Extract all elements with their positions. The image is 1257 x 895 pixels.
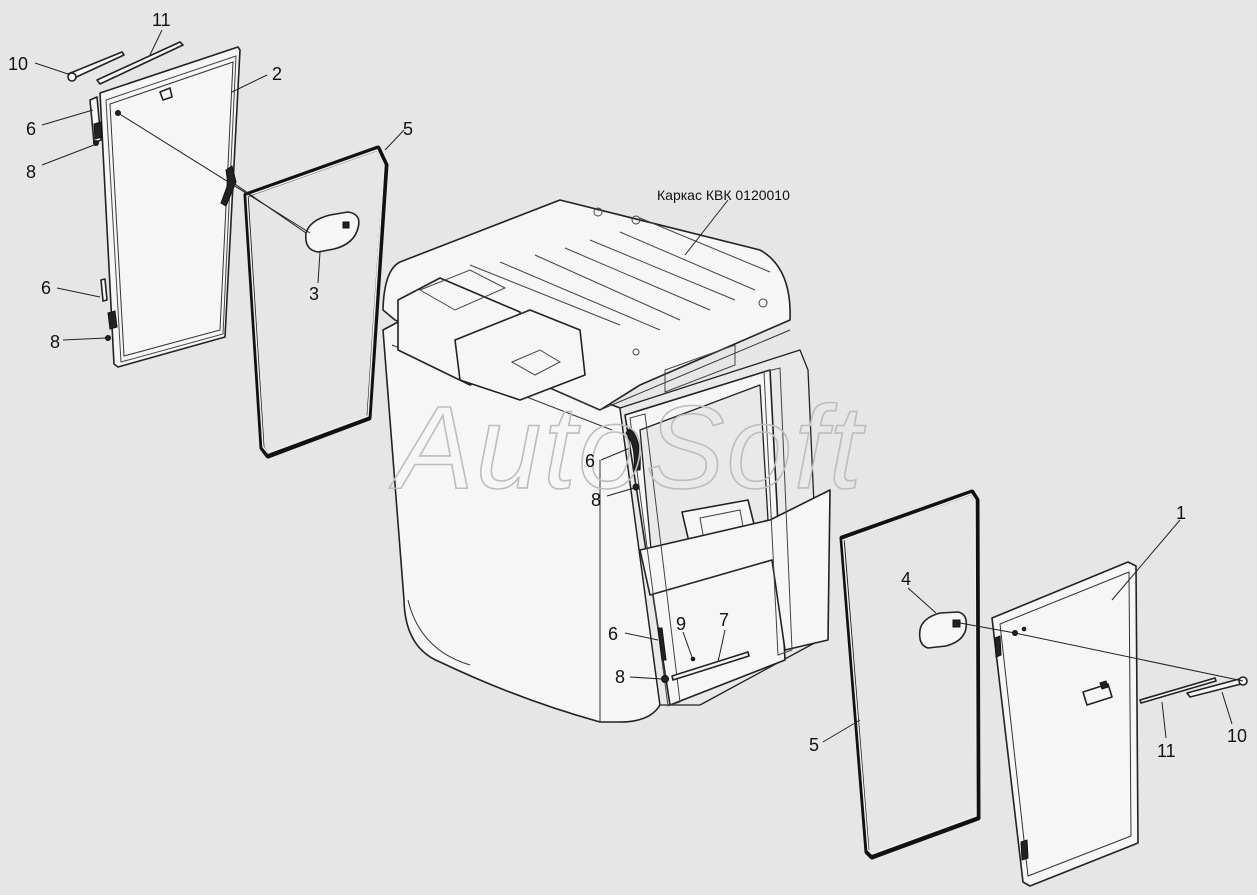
- left-door-inner: [105, 55, 237, 363]
- cabin-roof-ribs: [469, 217, 771, 331]
- callout-left-wiper-blade: 11: [152, 10, 171, 30]
- callout-cabin-strip: 7: [719, 610, 729, 630]
- left-door-handle: [304, 211, 360, 253]
- callout-cabin-pin-lower: 8: [615, 667, 625, 687]
- left-wiper-blade: [96, 41, 184, 85]
- callout-right-door: 1: [1176, 503, 1186, 523]
- roof-bolt: [632, 348, 640, 356]
- callout-left-pin-lower: 8: [50, 332, 60, 352]
- leader-cabin-hinge-lower: [624, 632, 659, 641]
- callout-left-wiper-arm: 10: [8, 54, 28, 74]
- left-pin-lower: [105, 335, 111, 341]
- callout-cabin-hinge-upper: 6: [585, 451, 595, 471]
- cabin-pillar: [763, 367, 793, 656]
- callout-left-hinge-lower: 6: [41, 278, 51, 298]
- cabin-hatch-box: [454, 309, 586, 401]
- leader-right-wiper-blade: [1161, 701, 1167, 739]
- leader-right-door: [1111, 519, 1181, 601]
- callout-left-handle: 3: [309, 284, 319, 304]
- left-hinge-upper-plate: [93, 121, 103, 140]
- right-door-seal-inner: [842, 493, 977, 855]
- left-door-handle-stub: [159, 87, 173, 101]
- callout-left-hinge-upper: 6: [26, 119, 36, 139]
- left-door-latch: [220, 165, 237, 207]
- callout-cabin-hinge-lower: 6: [608, 624, 618, 644]
- left-door-seal: [243, 145, 389, 459]
- callout-right-seal: 5: [809, 735, 819, 755]
- right-door-latch-knob: [1099, 680, 1109, 690]
- cabin-frame: [382, 199, 831, 723]
- leader-right-wiper-arm: [1221, 691, 1233, 725]
- left-wiper-pivot: [67, 72, 77, 82]
- leader-right-assembly-line: [1014, 632, 1244, 682]
- left-hinge-lower: [100, 278, 108, 302]
- leader-right-seal: [822, 719, 861, 743]
- leader-right-handle-line: [959, 622, 1016, 634]
- roof-bolt: [593, 207, 603, 217]
- cabin-hatch: [510, 349, 562, 376]
- cabin-floor-box: [639, 489, 831, 651]
- right-door-glass: [999, 571, 1132, 877]
- leader-cabin-pin-upper: [606, 487, 635, 497]
- left-door-assembly: [34, 29, 405, 459]
- cabin-pin-lower: [661, 675, 669, 683]
- roof-bolt: [758, 298, 768, 308]
- leader-left-wiper-blade: [149, 29, 163, 56]
- right-handle-lock: [952, 619, 961, 628]
- callout-left-pin-upper: 8: [26, 162, 36, 182]
- callout-cabin-bolt: 9: [676, 614, 686, 634]
- right-door-seal: [839, 489, 981, 860]
- watermark-text: AutoSoft: [389, 382, 866, 514]
- right-door-assembly: [822, 489, 1248, 887]
- callout-cabin-pin-upper: 8: [591, 490, 601, 510]
- leader-cabin-assembly: [684, 199, 729, 256]
- leader-left-wiper-arm: [34, 62, 69, 75]
- right-hinge-upper: [994, 635, 1002, 658]
- leader-cabin-bolt: [682, 631, 693, 658]
- callout-right-handle: 4: [901, 569, 911, 589]
- right-door-handle: [918, 611, 968, 649]
- leader-left-assembly-line: [117, 112, 311, 234]
- cabin-pin-upper: [632, 483, 640, 491]
- right-door-frame: [991, 561, 1139, 887]
- leader-cabin-pin-lower: [629, 676, 663, 680]
- leader-left-latch-line: [228, 179, 307, 234]
- left-door-seal-inner: [246, 149, 385, 454]
- left-hinge-lower-plate: [107, 310, 118, 330]
- assembly-label: Каркас КВК 0120010: [657, 187, 790, 203]
- leader-cabin-strip: [717, 629, 726, 663]
- roof-bolt: [631, 215, 641, 225]
- left-door-glass: [109, 61, 234, 357]
- cabin-duct: [418, 269, 736, 393]
- cabin-leaders: [600, 199, 729, 680]
- leader-cabin-hinge-upper: [600, 447, 631, 461]
- left-handle-lock: [342, 221, 350, 229]
- leader-left-hinge-upper: [41, 109, 94, 126]
- leader-left-hinge-lower: [56, 287, 101, 298]
- cabin-sill-strip: [671, 651, 750, 681]
- cabin-left-pillar: [629, 413, 681, 707]
- right-door-hole: [1021, 626, 1027, 632]
- right-hinge-lower: [1020, 839, 1029, 861]
- cabin-hinge-lower: [657, 627, 667, 661]
- leader-left-seal: [384, 129, 405, 151]
- cabin-bolt: [690, 656, 696, 662]
- left-pin-upper: [93, 140, 99, 146]
- callout-left-seal: 5: [403, 119, 413, 139]
- right-door-latch: [1082, 683, 1113, 706]
- leader-right-handle: [907, 587, 937, 614]
- leader-left-door: [231, 74, 268, 93]
- callout-left-door: 2: [272, 64, 282, 84]
- callout-right-wiper-blade: 11: [1157, 741, 1176, 761]
- leader-left-handle: [317, 251, 321, 284]
- cabin-hinge-upper: [625, 427, 641, 471]
- left-door-frame: [99, 46, 241, 368]
- leader-left-pin-lower: [62, 337, 107, 341]
- leader-left-pin-upper: [41, 144, 95, 166]
- callout-right-wiper-arm: 10: [1227, 726, 1247, 746]
- right-wiper-blade: [1139, 677, 1217, 704]
- callout-labels: Каркас КВК 0120010 11 10 2 5 6 8 6 8 3 6…: [8, 10, 1247, 761]
